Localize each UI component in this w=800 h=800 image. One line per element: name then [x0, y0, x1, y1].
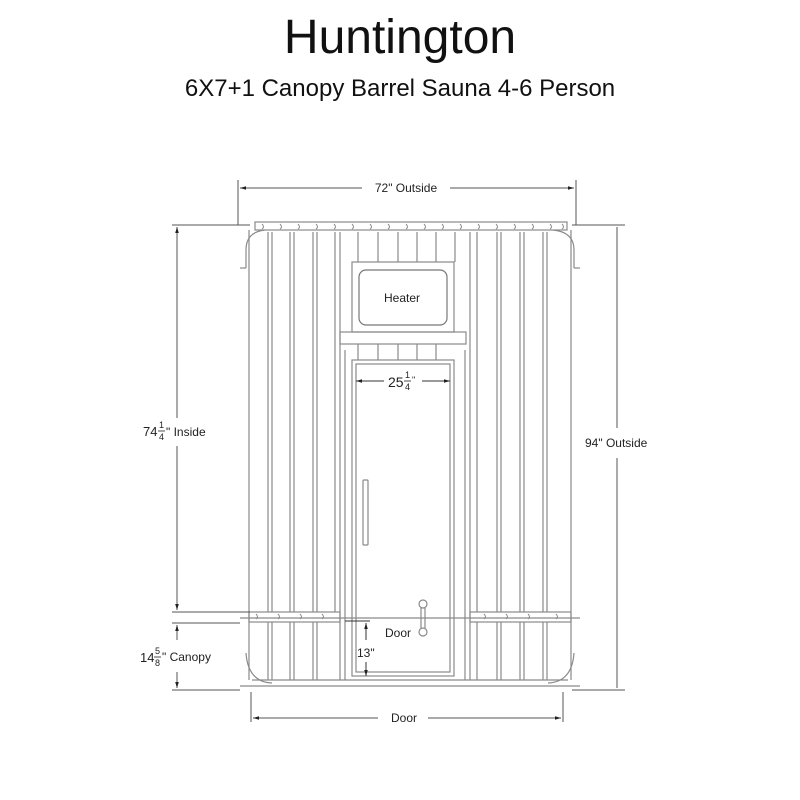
inside-height-numerator: 1: [159, 420, 164, 430]
door-width-denominator: 4: [405, 382, 410, 392]
top-rail-pegs: [261, 223, 564, 230]
top-width-label: 72" Outside: [375, 181, 438, 195]
canopy-numerator: 5: [155, 646, 160, 656]
door-step-label: 13": [357, 646, 375, 660]
dimension-canopy: [172, 622, 240, 691]
outside-height-label: 94" Outside: [585, 436, 648, 450]
inside-height-whole: 74: [143, 424, 157, 439]
door-width-whole: 25: [388, 374, 404, 390]
page-subtitle: 6X7+1 Canopy Barrel Sauna 4-6 Person: [184, 75, 616, 102]
door-label: Door: [385, 626, 411, 640]
canopy-denominator: 8: [155, 658, 160, 668]
dimension-door-step: [345, 620, 370, 676]
canopy-whole: 14: [140, 650, 154, 665]
dimension-outside-height: [572, 224, 625, 691]
door-width-unit: ": [412, 375, 415, 385]
bottom-door-label: Door: [391, 711, 417, 725]
page-title: Huntington: [283, 11, 517, 64]
canopy-band-pegs: [255, 613, 558, 620]
dimension-top-width: [237, 180, 577, 225]
door-width-numerator: 1: [405, 370, 410, 380]
heater-box: [358, 269, 448, 326]
dimension-bottom: [250, 692, 564, 722]
dimension-inside-height: [172, 224, 250, 613]
inside-height-suffix: " Inside: [166, 425, 206, 439]
inside-height-denominator: 4: [159, 432, 164, 442]
canopy-suffix: " Canopy: [162, 650, 211, 664]
sauna-body: [240, 221, 580, 687]
heater-label: Heater: [384, 291, 420, 305]
